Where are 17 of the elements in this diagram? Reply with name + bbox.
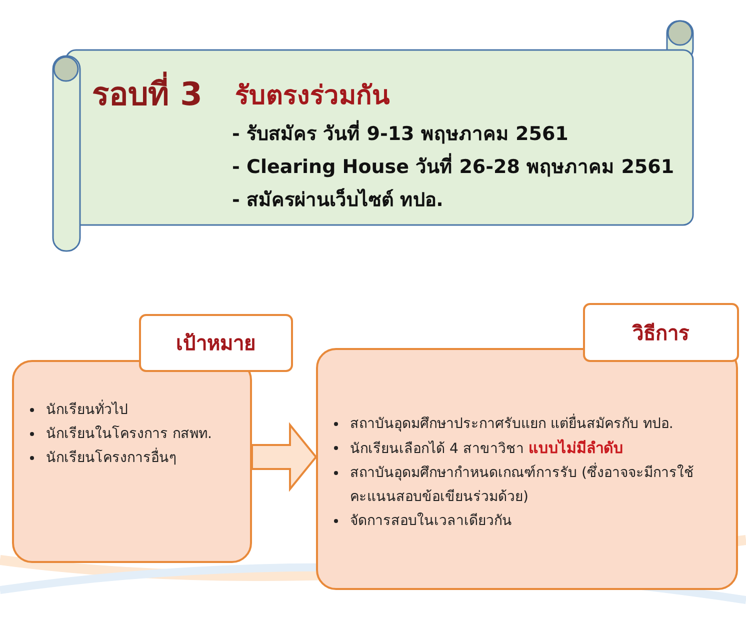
block-arrow	[251, 422, 318, 492]
round-title: รอบที่ 3	[92, 68, 202, 119]
detail-line: - รับสมัคร วันที่ 9-13 พฤษภาคม 2561	[232, 118, 568, 148]
content-box	[12, 360, 252, 563]
bullet-text: นักเรียนเลือกได้ 4 สาขาวิชา แบบไม่มีลำดับ	[350, 438, 624, 459]
bullet-text: นักเรียนโครงการอื่นๆ	[46, 446, 177, 470]
content-box	[316, 348, 738, 590]
bullet-text: นักเรียนในโครงการ กสพท.	[46, 424, 212, 444]
bullet-text: สถาบันอุดมศึกษากำหนดเกณฑ์การรับ (ซึ่งอาจจะมีการใช้คะแนนสอบข้อเขียนร่วมด้วย)	[350, 461, 730, 509]
bullet-text: จัดการสอบในเวลาเดียวกัน	[350, 512, 512, 531]
detail-line: - Clearing House วันที่ 26-28 พฤษภาคม 2561	[232, 151, 674, 181]
detail-line: - สมัครผ่านเว็บไซต์ ทปอ.	[232, 187, 444, 213]
subtitle: รับตรงร่วมกัน	[235, 80, 390, 113]
heading-tab: วิธีการ	[583, 303, 739, 362]
heading-tab: เป้าหมาย	[139, 314, 293, 372]
bullet-text: สถาบันอุดมศึกษาประกาศรับแยก แต่ยื่นสมัครกับ ทปอ.	[350, 412, 674, 436]
bullet-text: นักเรียนทั่วไป	[46, 398, 128, 422]
